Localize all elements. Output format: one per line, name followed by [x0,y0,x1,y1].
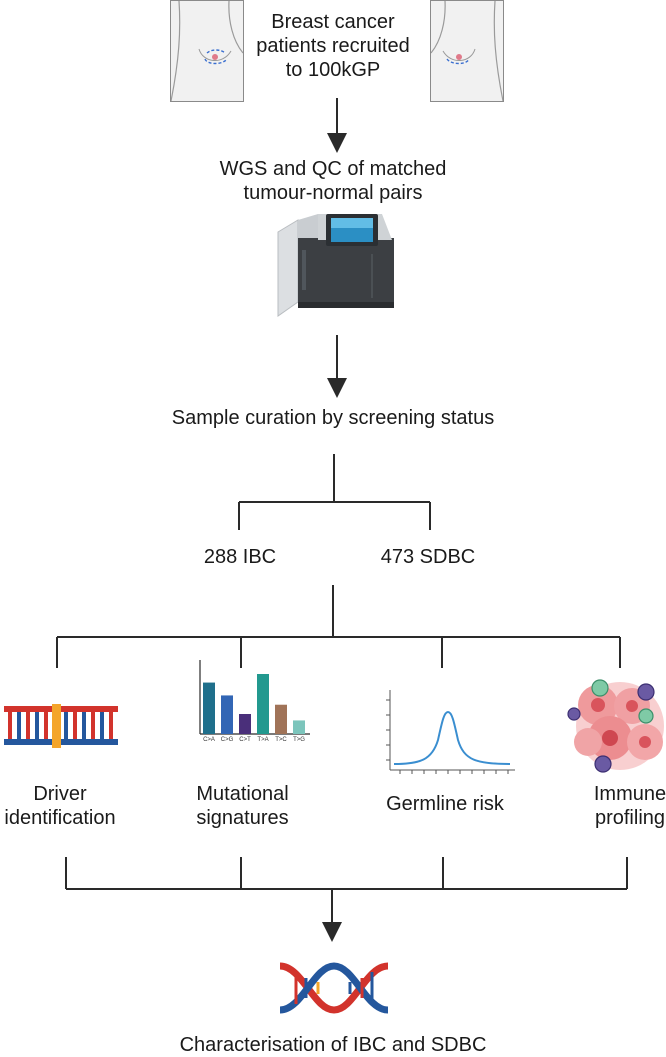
signature-tick-label: T>C [275,737,287,743]
mutational-signatures-label: Mutational signatures [196,783,289,829]
signature-bar-1 [203,682,215,734]
sdbc-group-label: 473 SDBC [380,546,476,568]
signature-bar-6 [293,720,305,734]
group-split-bracket [238,454,431,530]
immune-profiling-label: Immune profiling [593,783,666,829]
sequencing-label: WGS and QC of matched tumour-normal pair… [219,158,447,204]
curation-label: Sample curation by screening status [171,407,495,429]
patient-torso-left-image [170,0,244,102]
recruitment-label: Breast cancer patients recruited to 100k… [256,11,410,81]
ibc-group-label: 288 IBC [203,546,277,568]
signature-bar-4 [257,674,269,734]
dna-ladder-icon [4,704,118,748]
signature-tick-label: C>A [203,737,215,743]
immune-cell-cluster-icon [567,679,664,773]
signature-tick-label: C>T [239,737,251,743]
germline-risk-label: Germline risk [386,793,504,815]
signature-bar-2 [221,695,233,734]
characterisation-label: Characterisation of IBC and SDBC [179,1034,487,1056]
analysis-merge-bracket [65,857,628,890]
mutational-signature-chart: C>A C>G C>T T>A T>C T>G [199,660,310,743]
analysis-split-bracket [56,585,621,668]
signature-bar-5 [275,704,287,734]
signature-bar-3 [239,714,251,734]
signature-tick-label: T>G [293,737,305,743]
driver-identification-label: Driver identification [4,783,116,829]
germline-risk-curve-icon [386,690,515,774]
sequencer-machine-icon [277,214,394,317]
patient-torso-right-image [430,0,504,102]
signature-tick-label: T>A [257,737,268,743]
signature-tick-label: C>G [221,737,234,743]
double-helix-icon [279,962,389,1014]
